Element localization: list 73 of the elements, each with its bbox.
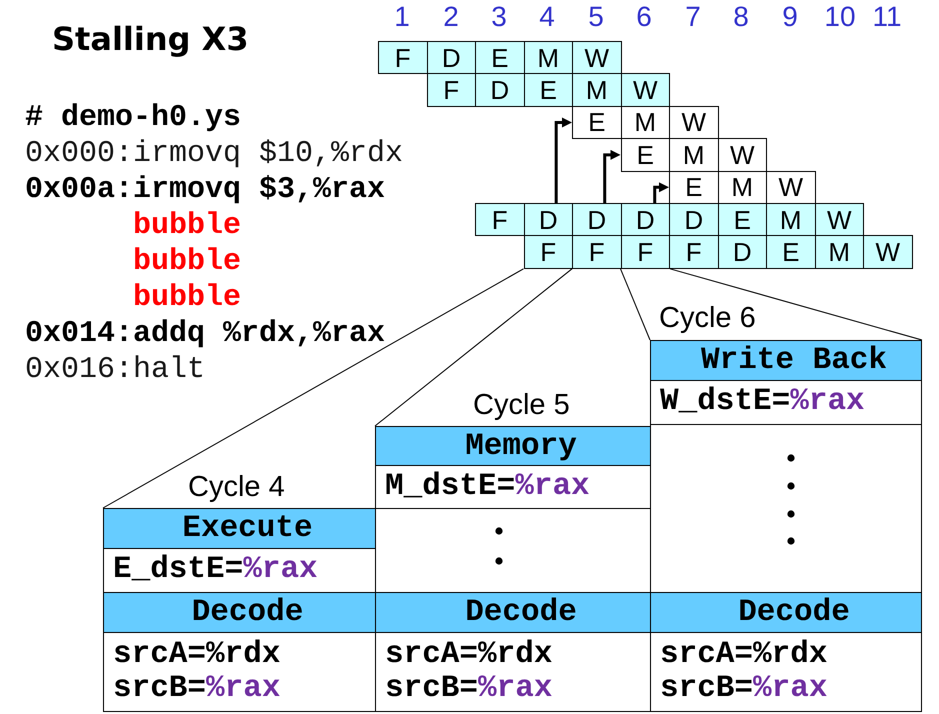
register-assignment-text: srcB=%rax xyxy=(113,672,280,706)
pipeline-stage-cell: E xyxy=(524,73,573,107)
pipeline-stage-cell: M xyxy=(572,73,622,107)
pipeline-stage-cell: D xyxy=(718,235,767,269)
leader-line xyxy=(670,268,922,340)
file-name-comment: # demo-h0.ys xyxy=(25,101,242,135)
stage-header-bar: Decode xyxy=(103,592,376,633)
cycle-number: 11 xyxy=(872,1,902,33)
register-assignment-text: srcA=%rdx xyxy=(660,638,828,672)
cycle-number: 8 xyxy=(733,1,749,33)
cycle-number: 9 xyxy=(782,1,798,33)
pipeline-stage-cell: D xyxy=(572,203,622,236)
pipeline-stage-cell: W xyxy=(863,235,912,269)
pipeline-stage-cell: F xyxy=(475,203,524,236)
leader-line xyxy=(374,268,572,426)
assembly-code-line: 0x014:addq %rdx,%rax xyxy=(25,317,386,351)
cycle-number: 10 xyxy=(824,1,856,33)
pipeline-stage-cell: F xyxy=(669,235,718,269)
pipeline-stage-cell: W xyxy=(766,170,816,204)
pipeline-stage-cell: M xyxy=(814,235,864,269)
register-assignment-text: srcA=%rdx xyxy=(385,638,552,672)
assembly-code-line: 0x000:irmovq $10,%rdx xyxy=(25,137,404,171)
cycle-heading: Cycle 4 xyxy=(188,471,285,503)
stage-header-bar: Decode xyxy=(375,592,651,633)
cycle-number: 3 xyxy=(491,1,507,33)
cycle-number: 5 xyxy=(588,1,604,33)
slide-title: Stalling X3 xyxy=(52,19,249,59)
bubble-text: bubble xyxy=(133,209,242,243)
arrow xyxy=(653,182,669,203)
pipeline-stage-cell: D xyxy=(475,73,524,107)
stage-header-bar: Memory xyxy=(375,426,651,466)
assembly-code-line: 0x00a:irmovq $3,%rax xyxy=(25,173,386,207)
stage-header-bar: Execute xyxy=(103,508,376,549)
bubble-text: bubble xyxy=(133,281,242,315)
stage-header-bar: Write Back xyxy=(650,340,922,381)
pipeline-stage-cell: E xyxy=(572,106,622,140)
cycle-number: 1 xyxy=(394,1,410,33)
register-assignment-text: srcB=%rax xyxy=(385,672,552,706)
pipeline-stage-cell: W xyxy=(669,106,718,140)
cycle-heading: Cycle 6 xyxy=(659,302,756,334)
pipeline-stage-cell: W xyxy=(572,41,622,74)
pipeline-stage-cell: D xyxy=(524,203,573,236)
cycle-number: 6 xyxy=(636,1,652,33)
leader-line xyxy=(620,268,650,340)
arrow xyxy=(554,118,572,203)
cycle-number: 2 xyxy=(443,1,459,33)
pipeline-stage-cell: E xyxy=(620,138,670,172)
cycle-number: 4 xyxy=(539,1,555,33)
pipeline-stage-cell: M xyxy=(766,203,816,236)
pipeline-stage-cell: F xyxy=(572,235,622,269)
cycle-number: 7 xyxy=(685,1,701,33)
pipeline-stage-cell: F xyxy=(378,41,428,74)
register-assignment-text: srcA=%rdx xyxy=(113,638,280,672)
arrow xyxy=(603,150,620,203)
pipeline-stage-cell: F xyxy=(620,235,670,269)
cycle-heading: Cycle 5 xyxy=(473,389,570,421)
pipeline-stage-cell: E xyxy=(766,235,816,269)
pipeline-stage-cell: D xyxy=(620,203,670,236)
pipeline-stage-cell: E xyxy=(718,203,767,236)
pipeline-stage-cell: D xyxy=(669,203,718,236)
pipeline-stage-cell: F xyxy=(524,235,573,269)
pipeline-stage-cell: F xyxy=(426,73,476,107)
pipeline-stage-cell: E xyxy=(475,41,524,74)
pipeline-stage-cell: M xyxy=(524,41,573,74)
pipeline-stage-cell: W xyxy=(620,73,670,107)
register-assignment-text: srcB=%rax xyxy=(660,672,828,706)
stage-header-bar: Decode xyxy=(650,592,922,633)
bubble-text: bubble xyxy=(133,245,242,279)
pipeline-stage-cell: W xyxy=(718,138,767,172)
assembly-code-line: 0x016:halt xyxy=(25,353,206,387)
pipeline-stage-cell: W xyxy=(814,203,864,236)
leader-line xyxy=(102,268,524,508)
pipeline-stage-cell: D xyxy=(426,41,476,74)
